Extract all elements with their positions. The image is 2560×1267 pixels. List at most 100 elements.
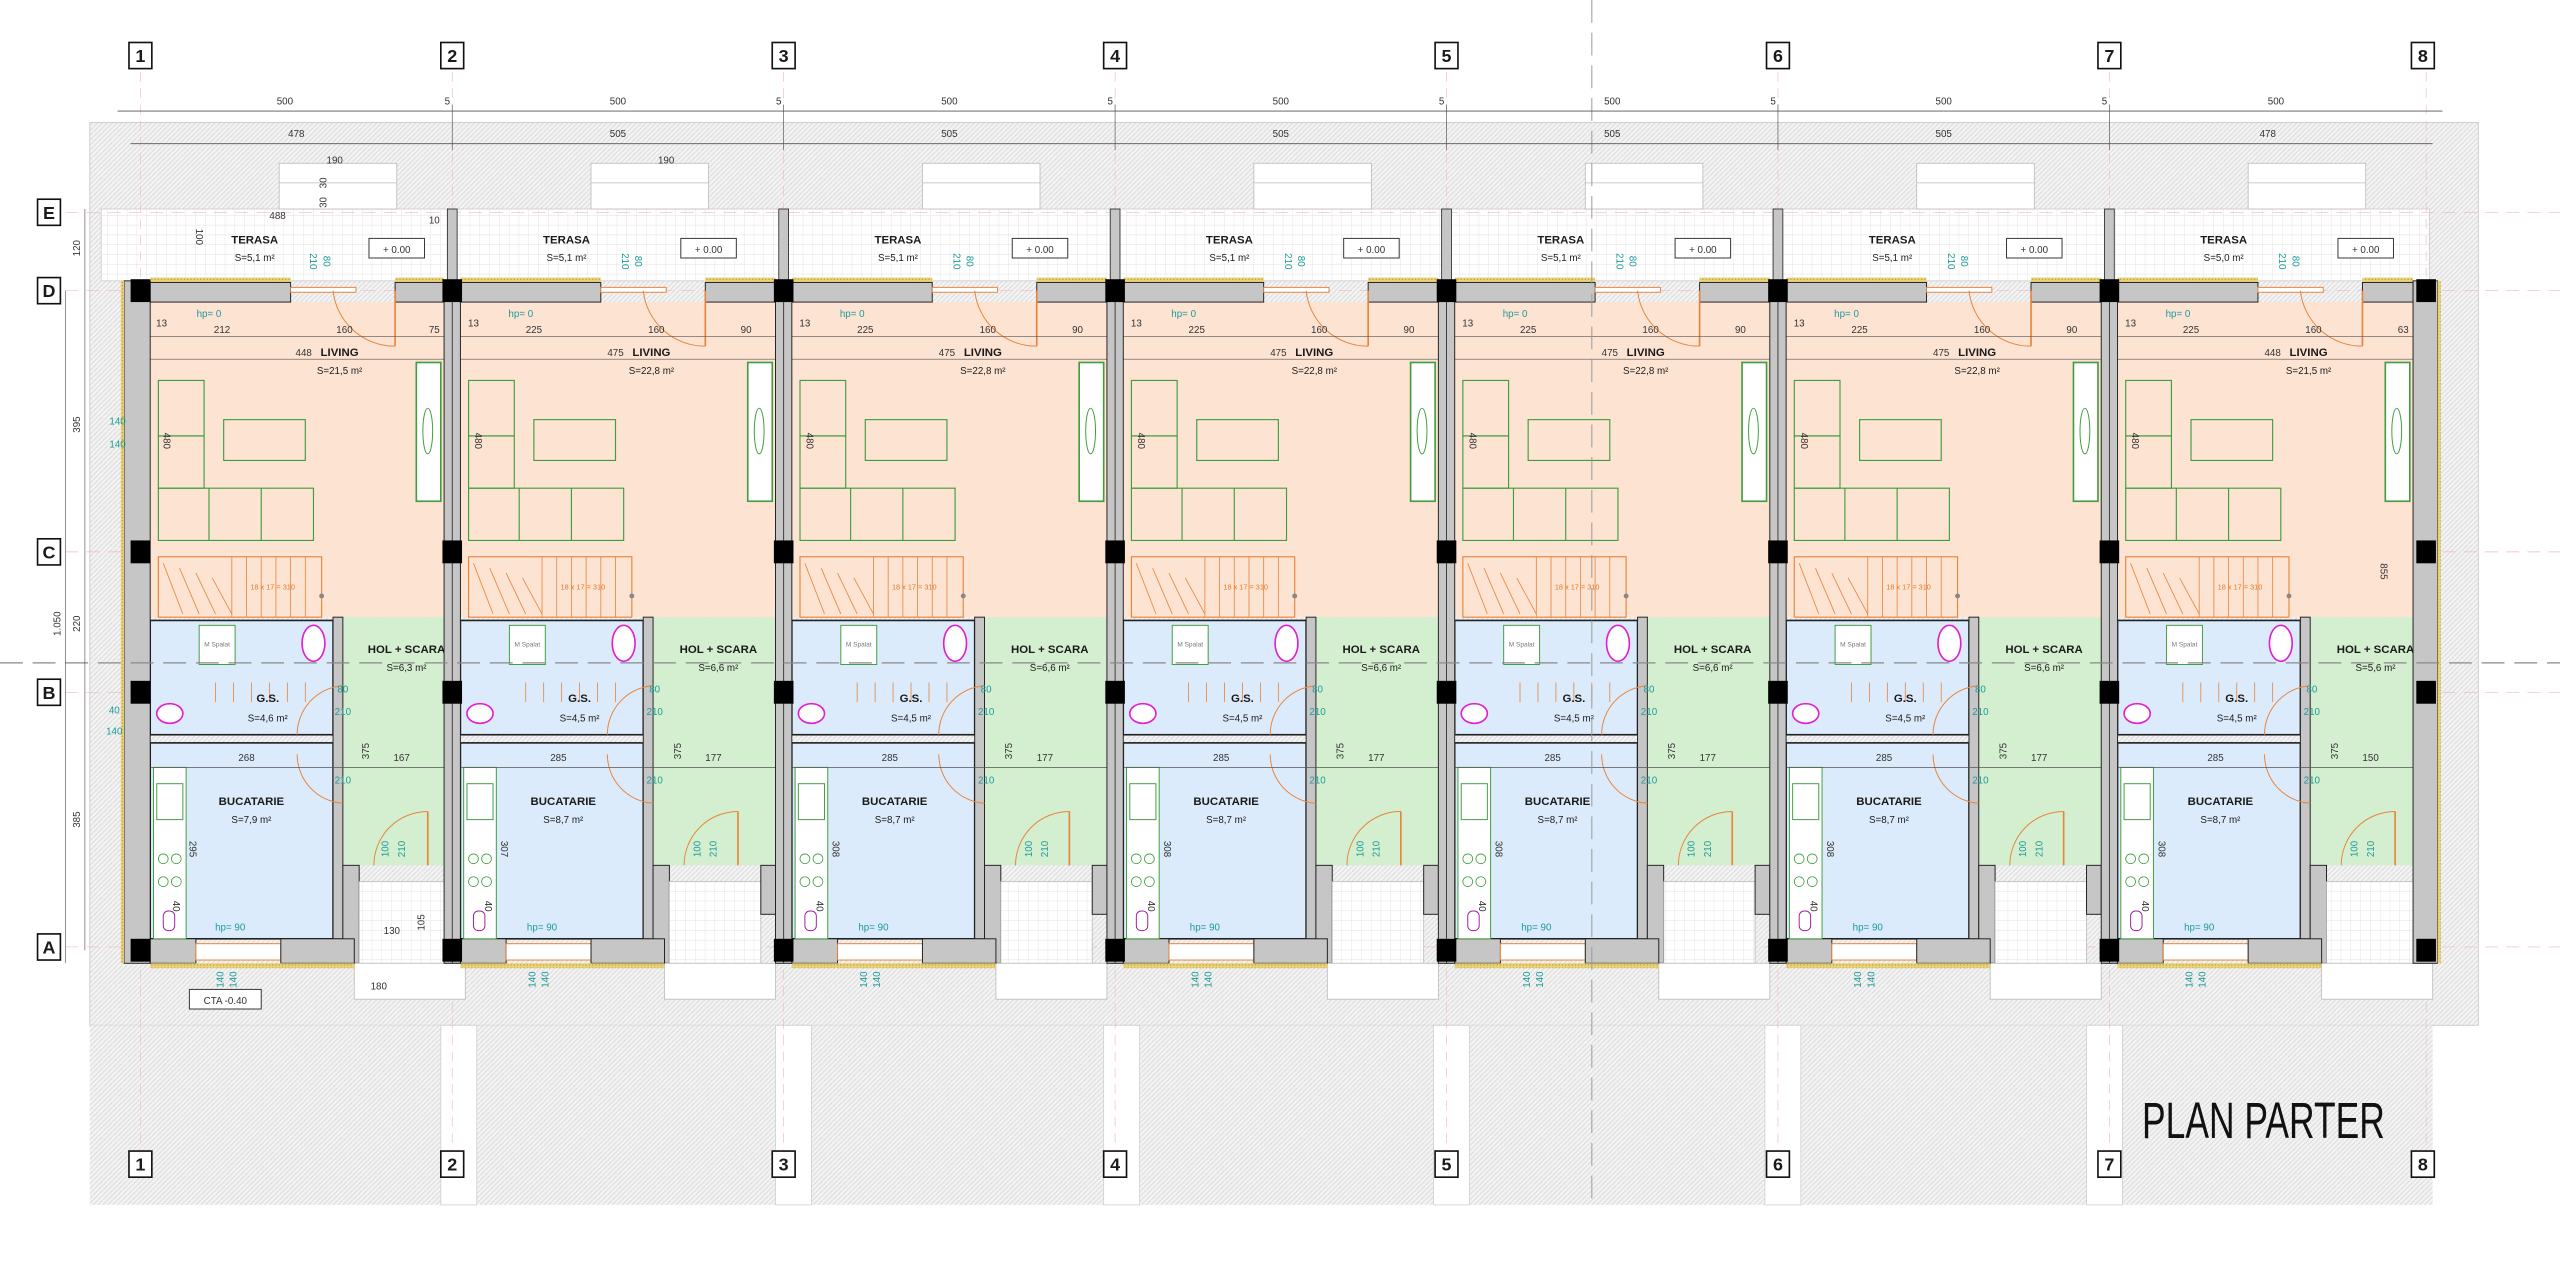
hall-floor (653, 617, 776, 866)
rear-wall (280, 938, 355, 964)
hob-burner (2138, 876, 2149, 887)
facade-wall (1122, 281, 1265, 303)
living-dim: 160 (2305, 325, 2322, 336)
door-height-dim: 210 (1945, 253, 1956, 270)
hall-depth-dim: 375 (673, 742, 684, 759)
terrace-label: TERASA (1537, 234, 1584, 246)
terrace-area: S=5,1 m² (1209, 253, 1250, 264)
stair-winder (522, 577, 543, 615)
insulation (120, 280, 125, 964)
grid-row-label-C: C (42, 542, 55, 562)
hob-burner (812, 876, 824, 887)
door-width-dim: 80 (1975, 684, 1986, 695)
partition-dim: 13 (1462, 319, 1473, 330)
kitchen-depth-dim: 308 (2155, 841, 2166, 858)
entry-door-arc (2340, 810, 2396, 866)
facade-wall (1454, 281, 1596, 303)
entry-stair-outside (1658, 962, 1771, 1000)
cta-level-box (188, 988, 262, 1010)
stair-label: 18 x 17 = 310 (1886, 582, 1931, 591)
entry-door-arc (683, 810, 738, 866)
washing-machine (1171, 624, 1209, 666)
entry-step-dim: 105 (416, 914, 427, 931)
door-height-dim: 210 (1613, 253, 1624, 270)
living-area: S=22,8 m² (960, 366, 1006, 377)
sill-height-label: hp= 90 (527, 923, 558, 934)
hob-burner (1462, 853, 1474, 865)
grid-axis-label-7: 7 (2104, 1155, 2114, 1175)
washing-machine (2166, 624, 2203, 666)
entry-door-height-dim: 210 (709, 840, 720, 857)
sink-icon (1274, 624, 1299, 663)
window-width-dim: 140 (528, 971, 539, 988)
entry-stair-outside (664, 962, 776, 1000)
hob-burner (481, 876, 492, 887)
door-width-dim: 80 (649, 684, 660, 695)
bathroom-door-arc (1601, 685, 1648, 735)
sill-height-label: hp= 90 (2184, 923, 2215, 934)
living-room-floor (1454, 302, 1770, 618)
window-height-dim: 140 (541, 971, 552, 988)
living-label: LIVING (964, 347, 1002, 359)
hall-label: HOL + SCARA (1011, 644, 1088, 656)
insulation (395, 277, 445, 283)
window-width-dim: 140 (2185, 971, 2196, 988)
terrace-area: S=5,1 m² (547, 253, 588, 264)
grid-axis-marker (1102, 1150, 1128, 1178)
site-hatch-lower (89, 1025, 2433, 1205)
living-dim: 160 (1974, 325, 1991, 336)
entry-door-arc (1346, 810, 1401, 866)
window-well (1916, 162, 2035, 210)
insulation (791, 963, 996, 969)
kitchen-counter (152, 766, 187, 940)
outer-wall-right (2412, 280, 2439, 964)
concrete-column (1105, 540, 1125, 564)
entry-door-width-dim: 100 (2350, 840, 2361, 857)
terrace-label: TERASA (1869, 234, 1916, 246)
kitchen-width-dim: 285 (1876, 753, 1893, 764)
kitchen-area: S=8,7 m² (2200, 815, 2241, 826)
kitchen-area: S=8,7 m² (1206, 815, 1247, 826)
sliding-door (931, 286, 999, 293)
stair-winder (1815, 568, 1836, 615)
toilet-icon (1128, 702, 1157, 725)
level-marker-box (1011, 237, 1069, 259)
stair-winder (489, 568, 510, 615)
hob-burner (2125, 853, 2136, 865)
staircase (1793, 556, 1959, 618)
entry-steps (2326, 881, 2419, 964)
facade-wall (2361, 281, 2414, 303)
concrete-column (2099, 938, 2120, 962)
grid-axis-label-8: 8 (2418, 1155, 2428, 1175)
hall-label: HOL + SCARA (2337, 644, 2414, 656)
living-area: S=22,8 m² (1623, 366, 1669, 377)
concrete-column (773, 540, 794, 564)
facade-wall (791, 281, 933, 303)
grid-axis-label-2: 2 (447, 46, 457, 66)
level-marker: + 0.00 (1689, 245, 1717, 256)
kitchen-depth-dim: 308 (1161, 841, 1172, 858)
kitchen-width-dim: 285 (550, 753, 567, 764)
kitchen-label: BUCATARIE (862, 796, 928, 808)
window-well (278, 162, 398, 210)
hob-burner (1475, 876, 1487, 887)
concrete-column (2416, 279, 2436, 303)
toilet-icon (797, 702, 826, 725)
driveway-strip (775, 1024, 812, 1206)
hall-area: S=6,6 m² (698, 663, 739, 674)
sill-height-label: hp= 90 (858, 923, 889, 934)
hall-depth-dim: 375 (1004, 742, 1015, 759)
hob-burner (481, 853, 492, 865)
living-dim: 225 (2183, 325, 2200, 336)
dim-c-b: 220 (72, 615, 83, 632)
tv-icon (1416, 407, 1428, 455)
washer-label: M Spalat (1840, 642, 1866, 649)
window-height-dim: 140 (229, 971, 240, 988)
hob-burner (812, 853, 824, 865)
door-width-dim: 80 (1295, 256, 1306, 267)
tv-icon (1748, 407, 1759, 455)
entry-door-width-dim: 100 (692, 840, 703, 857)
entry-door-height-dim: 210 (1372, 840, 1383, 857)
kitchen-area: S=8,7 m² (543, 815, 584, 826)
